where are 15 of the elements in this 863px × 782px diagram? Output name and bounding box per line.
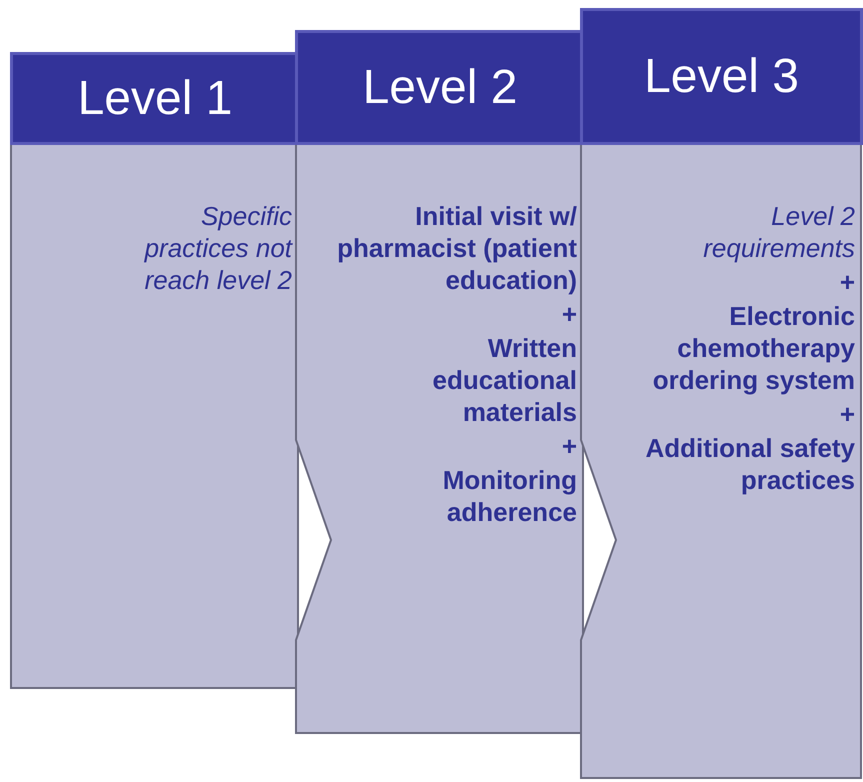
panel-header: Level 3 [580, 8, 863, 145]
requirement-text: + [560, 430, 577, 462]
level-panel [295, 30, 585, 735]
requirement-text: Written educational materials [432, 332, 577, 428]
requirement-text: Additional safety practices [644, 432, 855, 496]
requirement-text: + [560, 298, 577, 330]
requirement-text: Monitoring adherence [442, 464, 577, 528]
requirement-text: Electronic chemotherapy ordering system [652, 300, 855, 396]
requirement-text: + [838, 398, 855, 430]
note-text: Level 2 requirements [702, 200, 855, 264]
level-panel [10, 52, 300, 690]
requirement-text: Initial visit w/ pharmacist (patient education) [337, 200, 577, 296]
requirement-text: + [838, 266, 855, 298]
note-text: Specific practices not reach level 2 [143, 200, 292, 296]
level-panel [580, 8, 863, 780]
